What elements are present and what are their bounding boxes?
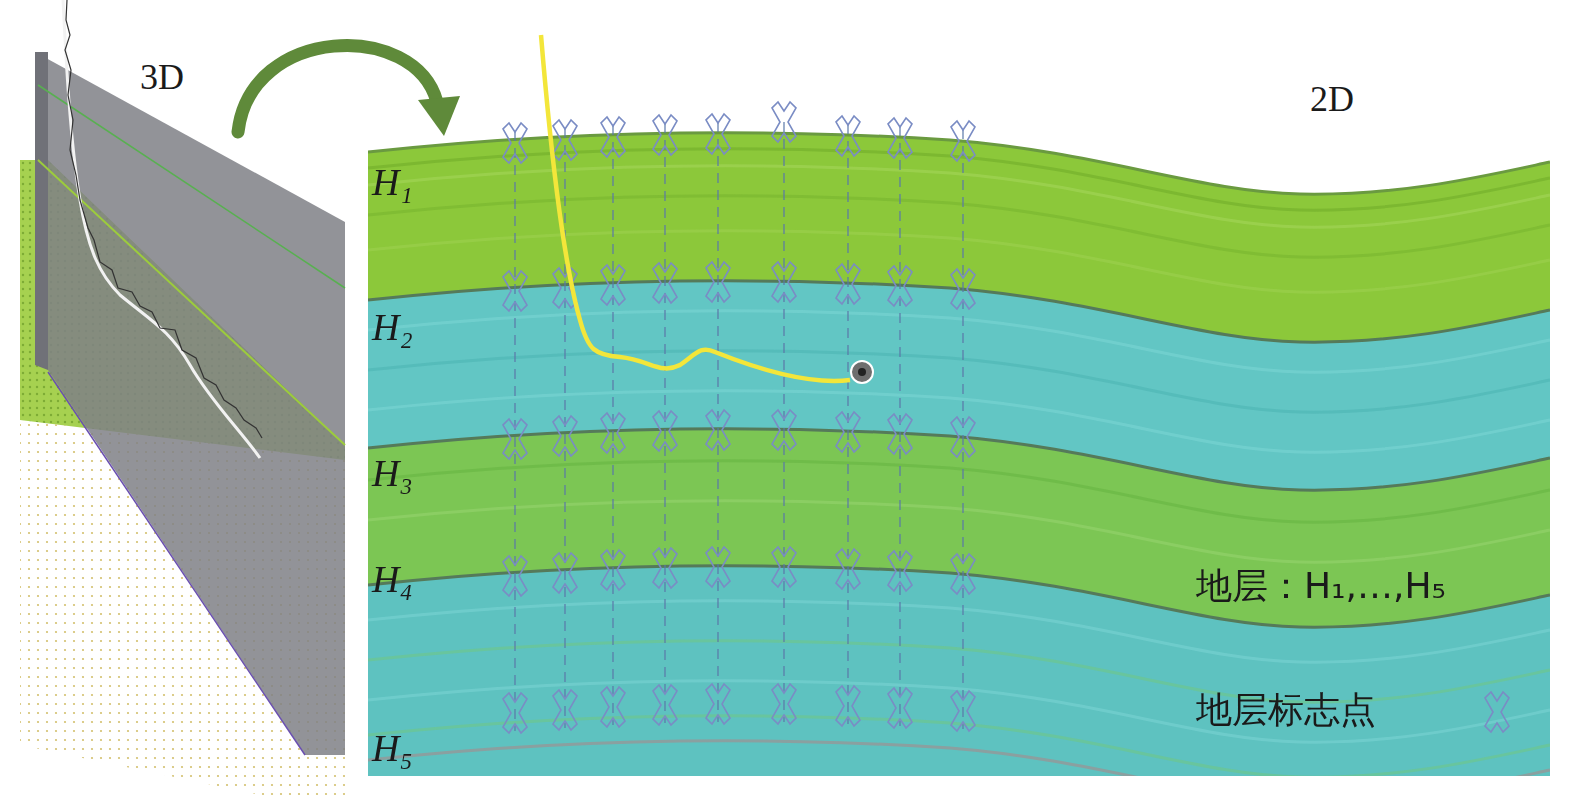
- 2d-section: [368, 133, 1550, 778]
- horizon-label: H₄: [372, 559, 413, 601]
- 3d-view: [20, 0, 345, 797]
- legend-marker-symbol: [1485, 692, 1509, 732]
- marker-columns: [503, 102, 975, 733]
- horizon-label: H₅: [372, 728, 413, 770]
- horizon-label: H₂: [372, 307, 413, 349]
- legend-text: 地层标志点: [1196, 690, 1376, 730]
- view-label: 2D: [1310, 80, 1354, 120]
- well-trajectory: [541, 35, 873, 383]
- view-label: 3D: [140, 58, 184, 98]
- strata-note: 地层：H₁,…,H₅: [1196, 566, 1446, 606]
- transform-arrow: [238, 46, 460, 136]
- horizon-label: H₃: [372, 453, 413, 495]
- horizon-label: H₁: [372, 162, 413, 204]
